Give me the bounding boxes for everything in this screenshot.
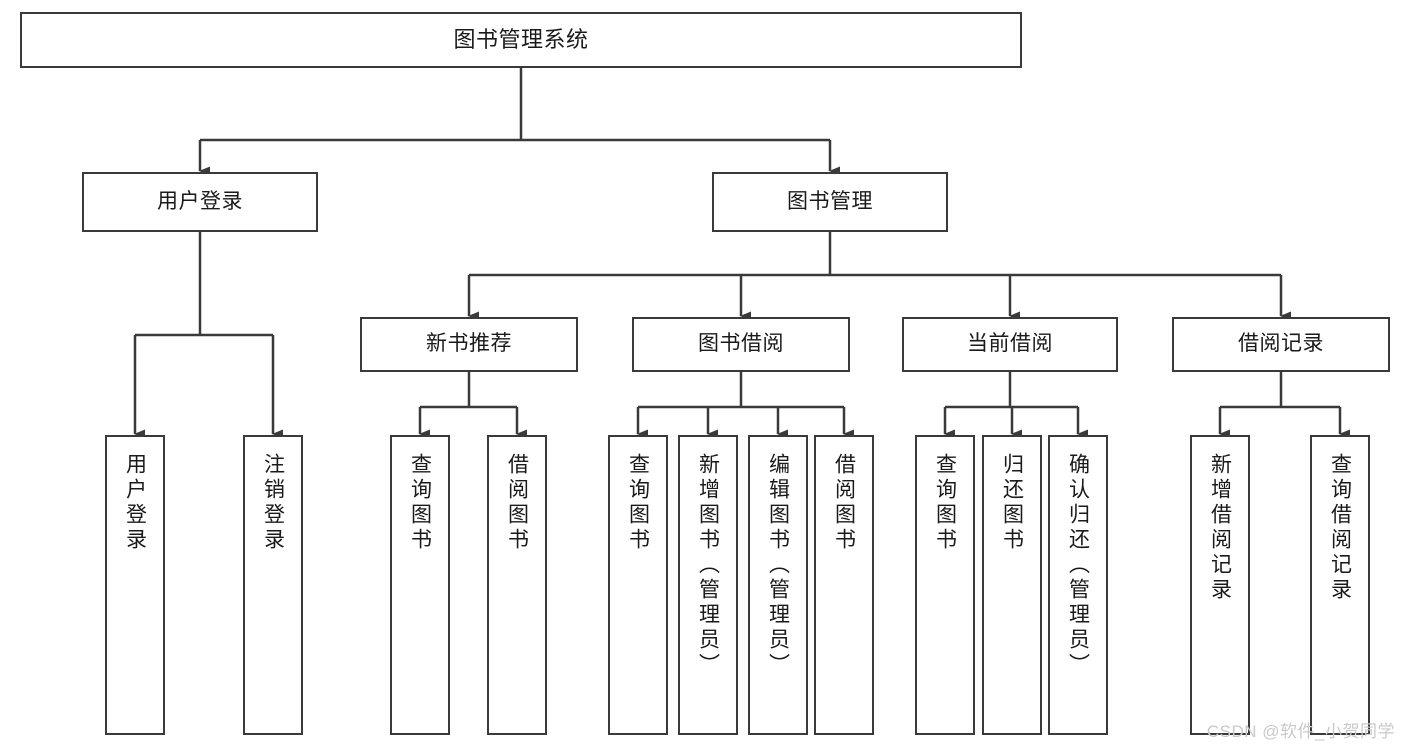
node-l1-book-manage[interactable]: 图书管理 bbox=[712, 172, 948, 232]
node-leaf-rec-add[interactable]: 新增借阅记录 bbox=[1190, 435, 1250, 735]
node-label: 新书推荐 bbox=[426, 332, 512, 356]
node-leaf-cb-return[interactable]: 归还图书 bbox=[982, 435, 1042, 735]
node-label: 新增借阅记录 bbox=[1208, 453, 1232, 603]
node-l2-borrow[interactable]: 图书借阅 bbox=[632, 317, 850, 372]
node-l2-record[interactable]: 借阅记录 bbox=[1172, 317, 1390, 372]
node-leaf-user-login[interactable]: 用户登录 bbox=[105, 435, 165, 735]
node-l2-new-book[interactable]: 新书推荐 bbox=[360, 317, 578, 372]
node-label: 用户登录 bbox=[123, 453, 147, 553]
node-leaf-user-logout[interactable]: 注销登录 bbox=[243, 435, 303, 735]
node-leaf-bb-edit[interactable]: 编辑图书（管理员） bbox=[748, 435, 808, 735]
node-label: 查询图书 bbox=[933, 453, 957, 553]
node-label: 注销登录 bbox=[261, 453, 285, 553]
node-label: 用户登录 bbox=[157, 189, 243, 213]
node-leaf-nb-borrow[interactable]: 借阅图书 bbox=[487, 435, 547, 735]
node-leaf-rec-query[interactable]: 查询借阅记录 bbox=[1310, 435, 1370, 735]
node-label: 查询借阅记录 bbox=[1328, 453, 1352, 603]
node-label: 新增图书（管理员） bbox=[696, 453, 720, 678]
node-leaf-cb-confirm[interactable]: 确认归还（管理员） bbox=[1048, 435, 1108, 735]
node-label: 归还图书 bbox=[1000, 453, 1024, 553]
node-leaf-nb-query[interactable]: 查询图书 bbox=[390, 435, 450, 735]
node-leaf-cb-query[interactable]: 查询图书 bbox=[915, 435, 975, 735]
node-label: 当前借阅 bbox=[967, 332, 1053, 356]
node-label: 确认归还（管理员） bbox=[1066, 453, 1090, 678]
node-l1-user-login[interactable]: 用户登录 bbox=[82, 172, 318, 232]
node-label: 借阅图书 bbox=[505, 453, 529, 553]
node-root[interactable]: 图书管理系统 bbox=[20, 12, 1022, 68]
node-label: 图书管理 bbox=[787, 189, 873, 213]
node-leaf-bb-query[interactable]: 查询图书 bbox=[608, 435, 668, 735]
node-label: 图书借阅 bbox=[698, 332, 784, 356]
node-label: 图书管理系统 bbox=[453, 27, 589, 53]
node-leaf-bb-add[interactable]: 新增图书（管理员） bbox=[678, 435, 738, 735]
node-label: 借阅记录 bbox=[1238, 332, 1324, 356]
node-label: 编辑图书（管理员） bbox=[766, 453, 790, 678]
node-leaf-bb-borrow[interactable]: 借阅图书 bbox=[814, 435, 874, 735]
node-label: 借阅图书 bbox=[832, 453, 856, 553]
node-l2-current[interactable]: 当前借阅 bbox=[902, 317, 1118, 372]
node-label: 查询图书 bbox=[408, 453, 432, 553]
node-label: 查询图书 bbox=[626, 453, 650, 553]
